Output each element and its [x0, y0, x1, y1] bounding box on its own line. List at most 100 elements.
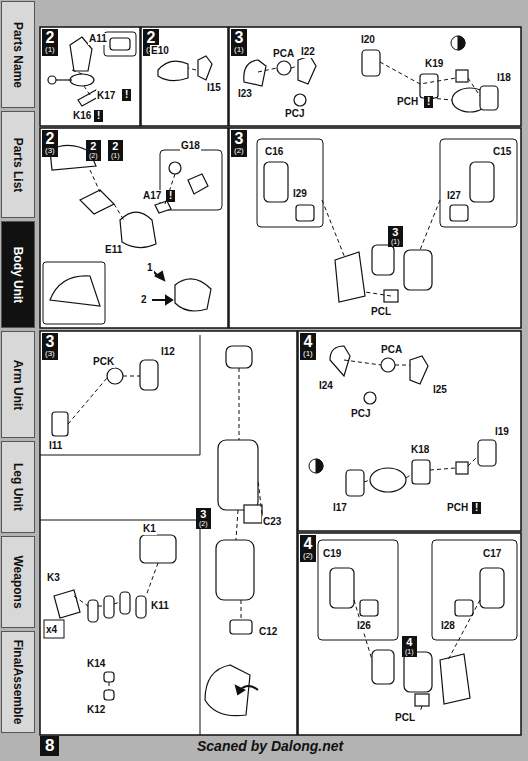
caution-mark: !: [472, 502, 481, 514]
caution-mark: !: [166, 190, 175, 202]
step-digit: 4: [405, 637, 414, 648]
part-label: K14: [86, 658, 106, 670]
step-reference: 2(2): [86, 140, 101, 161]
step-number: 2(1): [42, 29, 58, 56]
section-tab: Parts Name: [1, 1, 35, 108]
part-label: K16: [72, 110, 92, 122]
part-label: K3: [46, 572, 61, 584]
part-label: A11: [88, 33, 108, 45]
part-label: G18: [180, 140, 201, 152]
step-digit: 3: [234, 131, 244, 147]
part-label: I12: [160, 346, 176, 358]
part-label: K11: [150, 600, 170, 612]
part-label: I19: [494, 426, 510, 438]
step-sub: (1): [405, 648, 414, 655]
part-label: K19: [424, 58, 444, 70]
part-label: I22: [300, 46, 316, 58]
step-sub: (3): [45, 350, 55, 358]
section-tab: Parts List: [1, 111, 35, 218]
panels: [40, 27, 521, 735]
inset-boxes: [40, 32, 517, 735]
part-label: E11: [104, 244, 123, 256]
part-label: I25: [432, 384, 448, 396]
tab-label: Weapons: [11, 555, 25, 608]
section-tab: Leg Unit: [1, 441, 35, 533]
section-tab: Arm Unit: [1, 331, 35, 438]
part-label: C15: [492, 146, 512, 158]
step-sub: (1): [303, 350, 313, 358]
step-sub: (1): [111, 152, 120, 159]
step-sub: (1): [391, 238, 400, 245]
step-sub: (1): [45, 46, 55, 54]
part-label: I23: [237, 88, 253, 100]
part-label: PCH: [396, 96, 419, 108]
part-label: I26: [356, 620, 372, 632]
step-number: 4(2): [300, 535, 316, 562]
caution-mark: !: [122, 89, 131, 101]
step-reference: 2(1): [108, 140, 123, 161]
part-label: I29: [292, 188, 308, 200]
step-digit: 4: [303, 334, 313, 350]
tab-label: Leg Unit: [11, 463, 25, 511]
page-number-text: 8: [45, 736, 54, 755]
part-label: E10: [150, 45, 170, 57]
part-label: 2: [140, 294, 148, 306]
tab-label: FinalAssemble: [11, 640, 25, 725]
step-reference: 3(1): [388, 226, 403, 247]
step-sub: (1): [234, 46, 244, 54]
step-sub: (2): [199, 520, 208, 527]
part-label: I28: [440, 620, 456, 632]
part-label: x4: [45, 624, 58, 636]
part-label: I27: [446, 190, 462, 202]
part-label: C23: [262, 516, 282, 528]
part-label: C16: [264, 146, 284, 158]
caution-mark: !: [94, 110, 103, 122]
part-label: I11: [48, 440, 63, 452]
step-sub: (2): [89, 152, 98, 159]
part-label: K12: [86, 704, 106, 716]
step-digit: 3: [45, 334, 55, 350]
motion-arrows: [150, 268, 258, 694]
part-label: A17: [142, 190, 162, 202]
step-reference: 3(2): [196, 508, 211, 529]
step-digit: 3: [391, 227, 400, 238]
part-label: PCJ: [284, 108, 305, 120]
part-label: I17: [332, 502, 348, 514]
step-digit: 2: [146, 30, 156, 46]
part-label: 1: [146, 262, 154, 274]
section-tab: Weapons: [1, 536, 35, 628]
part-label: K17: [96, 90, 116, 102]
part-label: C17: [482, 548, 502, 560]
step-digit: 3: [199, 509, 208, 520]
step-number: 2(3): [42, 130, 58, 157]
tab-label: Parts Name: [11, 21, 25, 87]
parts: [48, 37, 504, 716]
part-label: K18: [410, 444, 430, 456]
step-digit: 4: [303, 536, 313, 552]
tab-label: Body Unit: [11, 246, 25, 303]
step-number: 3(1): [231, 29, 247, 56]
tab-label: Arm Unit: [11, 359, 25, 410]
part-label: PCL: [370, 306, 392, 318]
assembly-lines: [68, 62, 480, 712]
part-label: PCH: [446, 502, 469, 514]
part-label: I18: [496, 72, 512, 84]
step-reference: 4(1): [402, 636, 417, 657]
step-digit: 3: [234, 30, 244, 46]
part-label: C19: [322, 548, 342, 560]
part-label: PCA: [380, 344, 403, 356]
part-label: PCA: [272, 48, 295, 60]
watermark: Scaned by Dalong.net: [196, 740, 344, 752]
part-label: PCK: [92, 356, 115, 368]
page-number: 8: [40, 736, 59, 756]
step-sub: (3): [45, 147, 55, 155]
step-digit: 2: [45, 131, 55, 147]
section-tab: FinalAssemble: [1, 631, 35, 733]
part-label: PCJ: [350, 408, 371, 420]
step-number: 3(2): [231, 130, 247, 157]
step-number: 4(1): [300, 333, 316, 360]
step-digit: 2: [111, 141, 120, 152]
step-number: 3(3): [42, 333, 58, 360]
part-label: I24: [318, 380, 334, 392]
caution-mark: !: [424, 96, 433, 108]
